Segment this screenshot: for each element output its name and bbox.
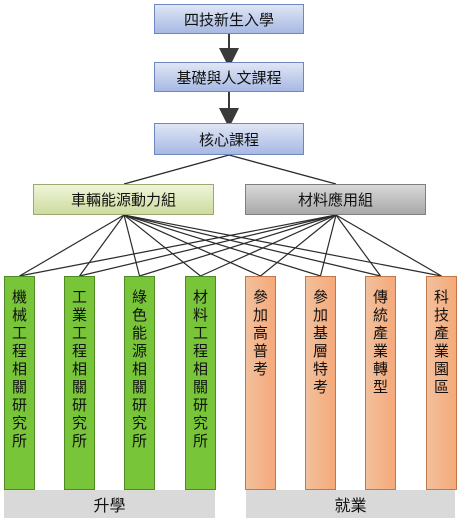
fan-line-1 — [123, 154, 230, 185]
outcome-label: 參加基層特考 — [311, 289, 329, 397]
outcome-label: 科技產業園區 — [432, 289, 450, 397]
mesh-line — [123, 214, 381, 277]
node-basic-label: 基礎與人文課程 — [176, 68, 282, 87]
outcome-2: 工業工程相關研究所 — [64, 276, 95, 490]
outcome-4: 材料工程相關研究所 — [185, 276, 216, 490]
outcome-label: 工業工程相關研究所 — [70, 289, 88, 451]
outcome-label: 傳統產業轉型 — [371, 289, 389, 397]
node-start-label: 四技新生入學 — [183, 10, 274, 29]
node-core-courses: 核心課程 — [154, 123, 304, 155]
band-study-label: 升學 — [93, 496, 126, 515]
outcome-label: 參加高普考 — [251, 289, 269, 379]
outcome-label: 綠色能源相關研究所 — [130, 289, 148, 451]
band-work-label: 就業 — [334, 496, 367, 515]
mesh-line — [79, 214, 337, 277]
outcome-7: 傳統產業轉型 — [365, 276, 396, 490]
band-work: 就業 — [246, 490, 455, 518]
mesh-line — [19, 214, 125, 277]
mesh-line — [335, 214, 381, 277]
node-core-label: 核心課程 — [198, 130, 259, 149]
group-vehicle-label: 車輛能源動力組 — [70, 191, 176, 209]
mesh-line — [19, 214, 337, 277]
node-basic-courses: 基礎與人文課程 — [154, 62, 304, 92]
mesh-line — [335, 214, 442, 277]
node-start: 四技新生入學 — [154, 4, 304, 34]
outcome-6: 參加基層特考 — [305, 276, 336, 490]
mesh-line — [123, 214, 261, 277]
band-study: 升學 — [4, 490, 215, 518]
outcome-8: 科技產業園區 — [426, 276, 457, 490]
mesh-line — [139, 214, 337, 277]
outcome-label: 機械工程相關研究所 — [10, 289, 28, 451]
group-material-label: 材料應用組 — [297, 191, 373, 209]
node-group-vehicle: 車輛能源動力組 — [33, 184, 214, 215]
mesh-line — [319, 214, 337, 277]
mesh-line — [123, 214, 442, 277]
mesh-line — [123, 214, 201, 277]
outcome-label: 材料工程相關研究所 — [191, 289, 209, 451]
mesh-line — [200, 214, 337, 277]
outcome-3: 綠色能源相關研究所 — [124, 276, 155, 490]
outcome-1: 機械工程相關研究所 — [4, 276, 35, 490]
mesh-line — [260, 214, 337, 277]
mesh-line — [79, 214, 125, 277]
mesh-line — [123, 214, 321, 277]
core-to-groups-lines — [123, 154, 337, 185]
groups-to-outcomes-lines — [19, 214, 442, 277]
mesh-line — [123, 214, 141, 277]
outcome-5: 參加高普考 — [245, 276, 276, 490]
fan-line-2 — [228, 154, 337, 185]
node-group-material: 材料應用組 — [245, 184, 426, 215]
